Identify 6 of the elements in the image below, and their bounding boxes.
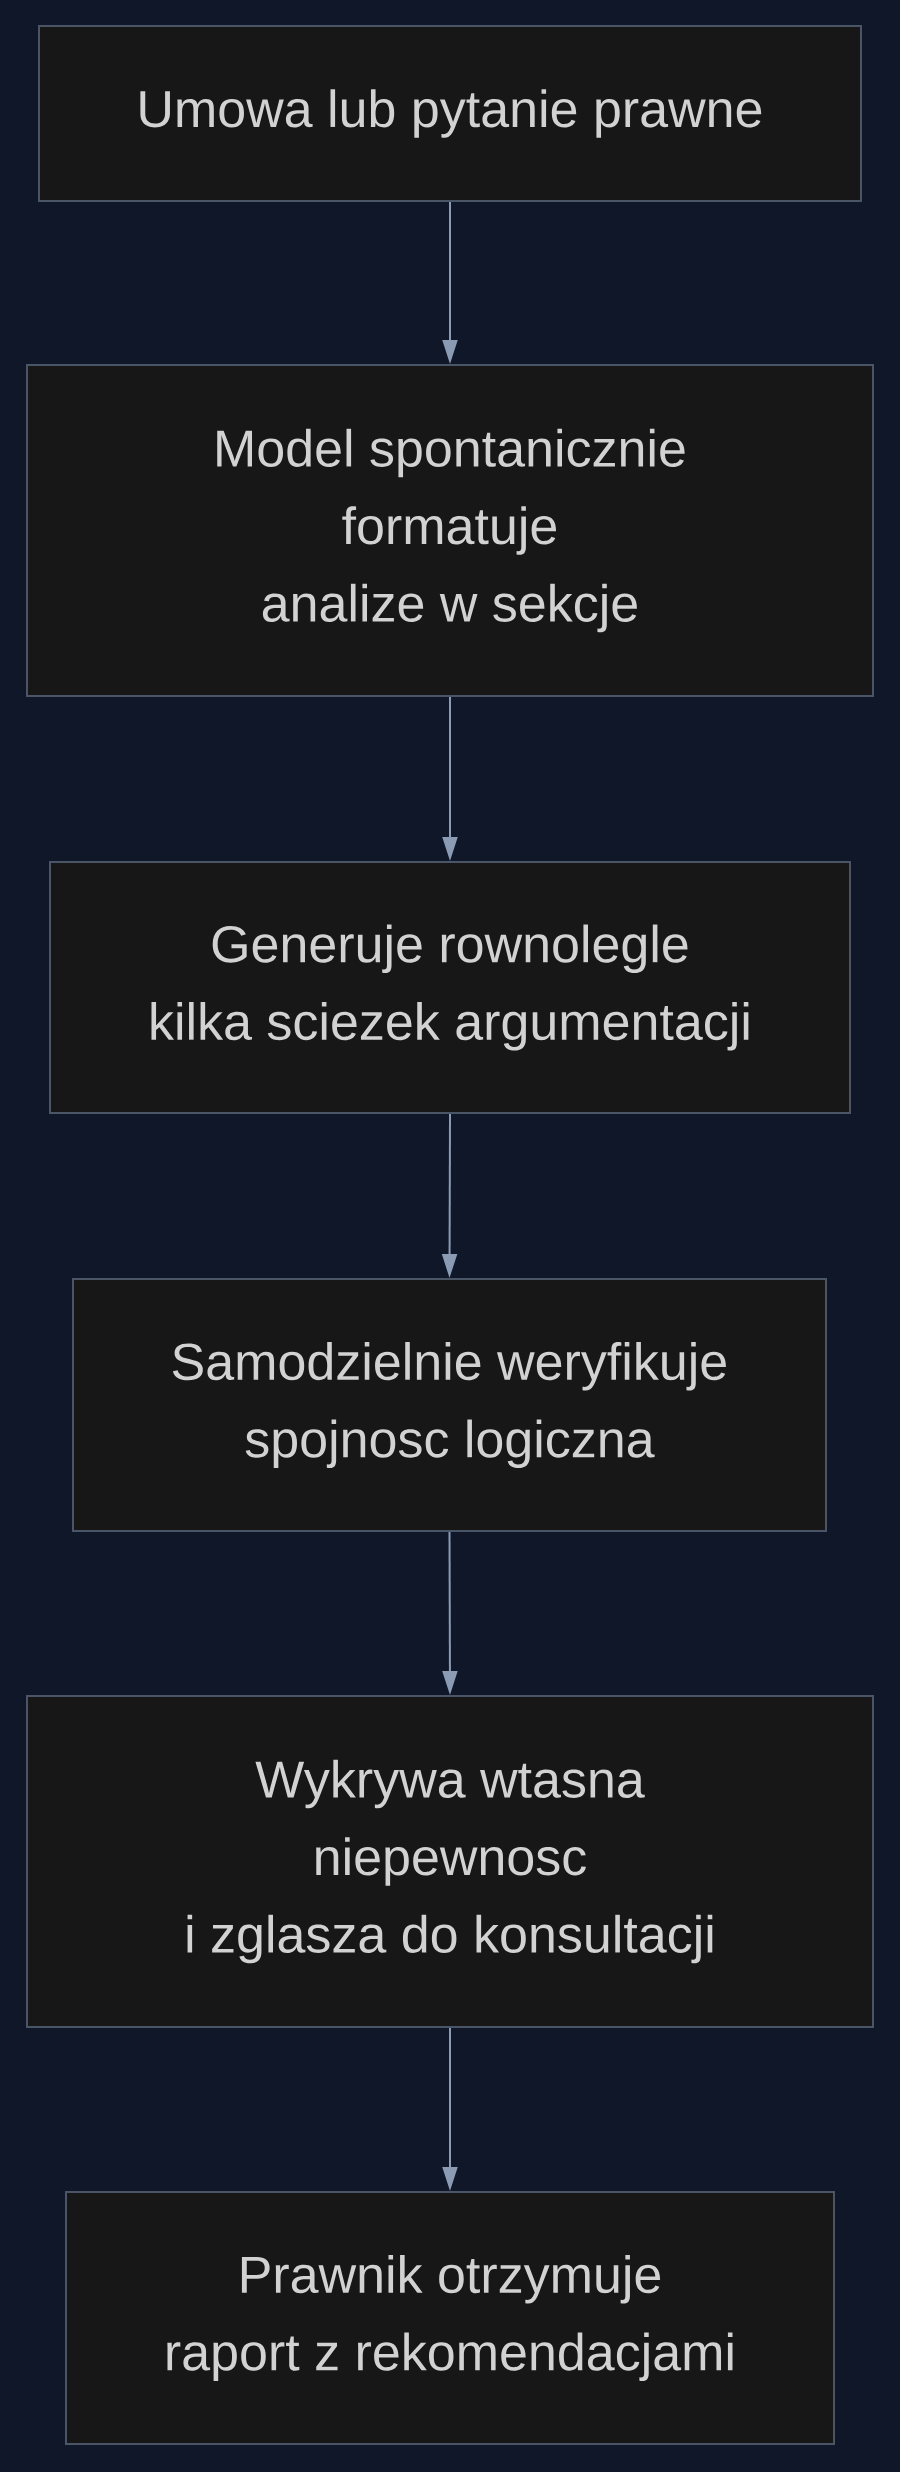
process-box: Umowa lub pytanie prawne (38, 25, 862, 202)
process-box: Samodzielnie weryfikuje spojnosc logiczna (72, 1278, 827, 1532)
process-box: Wykrywa wtasna niepewnosc i zglasza do konsultacji (26, 1695, 874, 2028)
process-box: Generuje rownolegle kilka sciezek argumentacji (49, 861, 851, 1114)
process-box: Model spontanicznie formatuje analize w sekcje (26, 364, 874, 697)
process-box: Prawnik otrzymuje raport z rekomendacjami (65, 2191, 835, 2445)
